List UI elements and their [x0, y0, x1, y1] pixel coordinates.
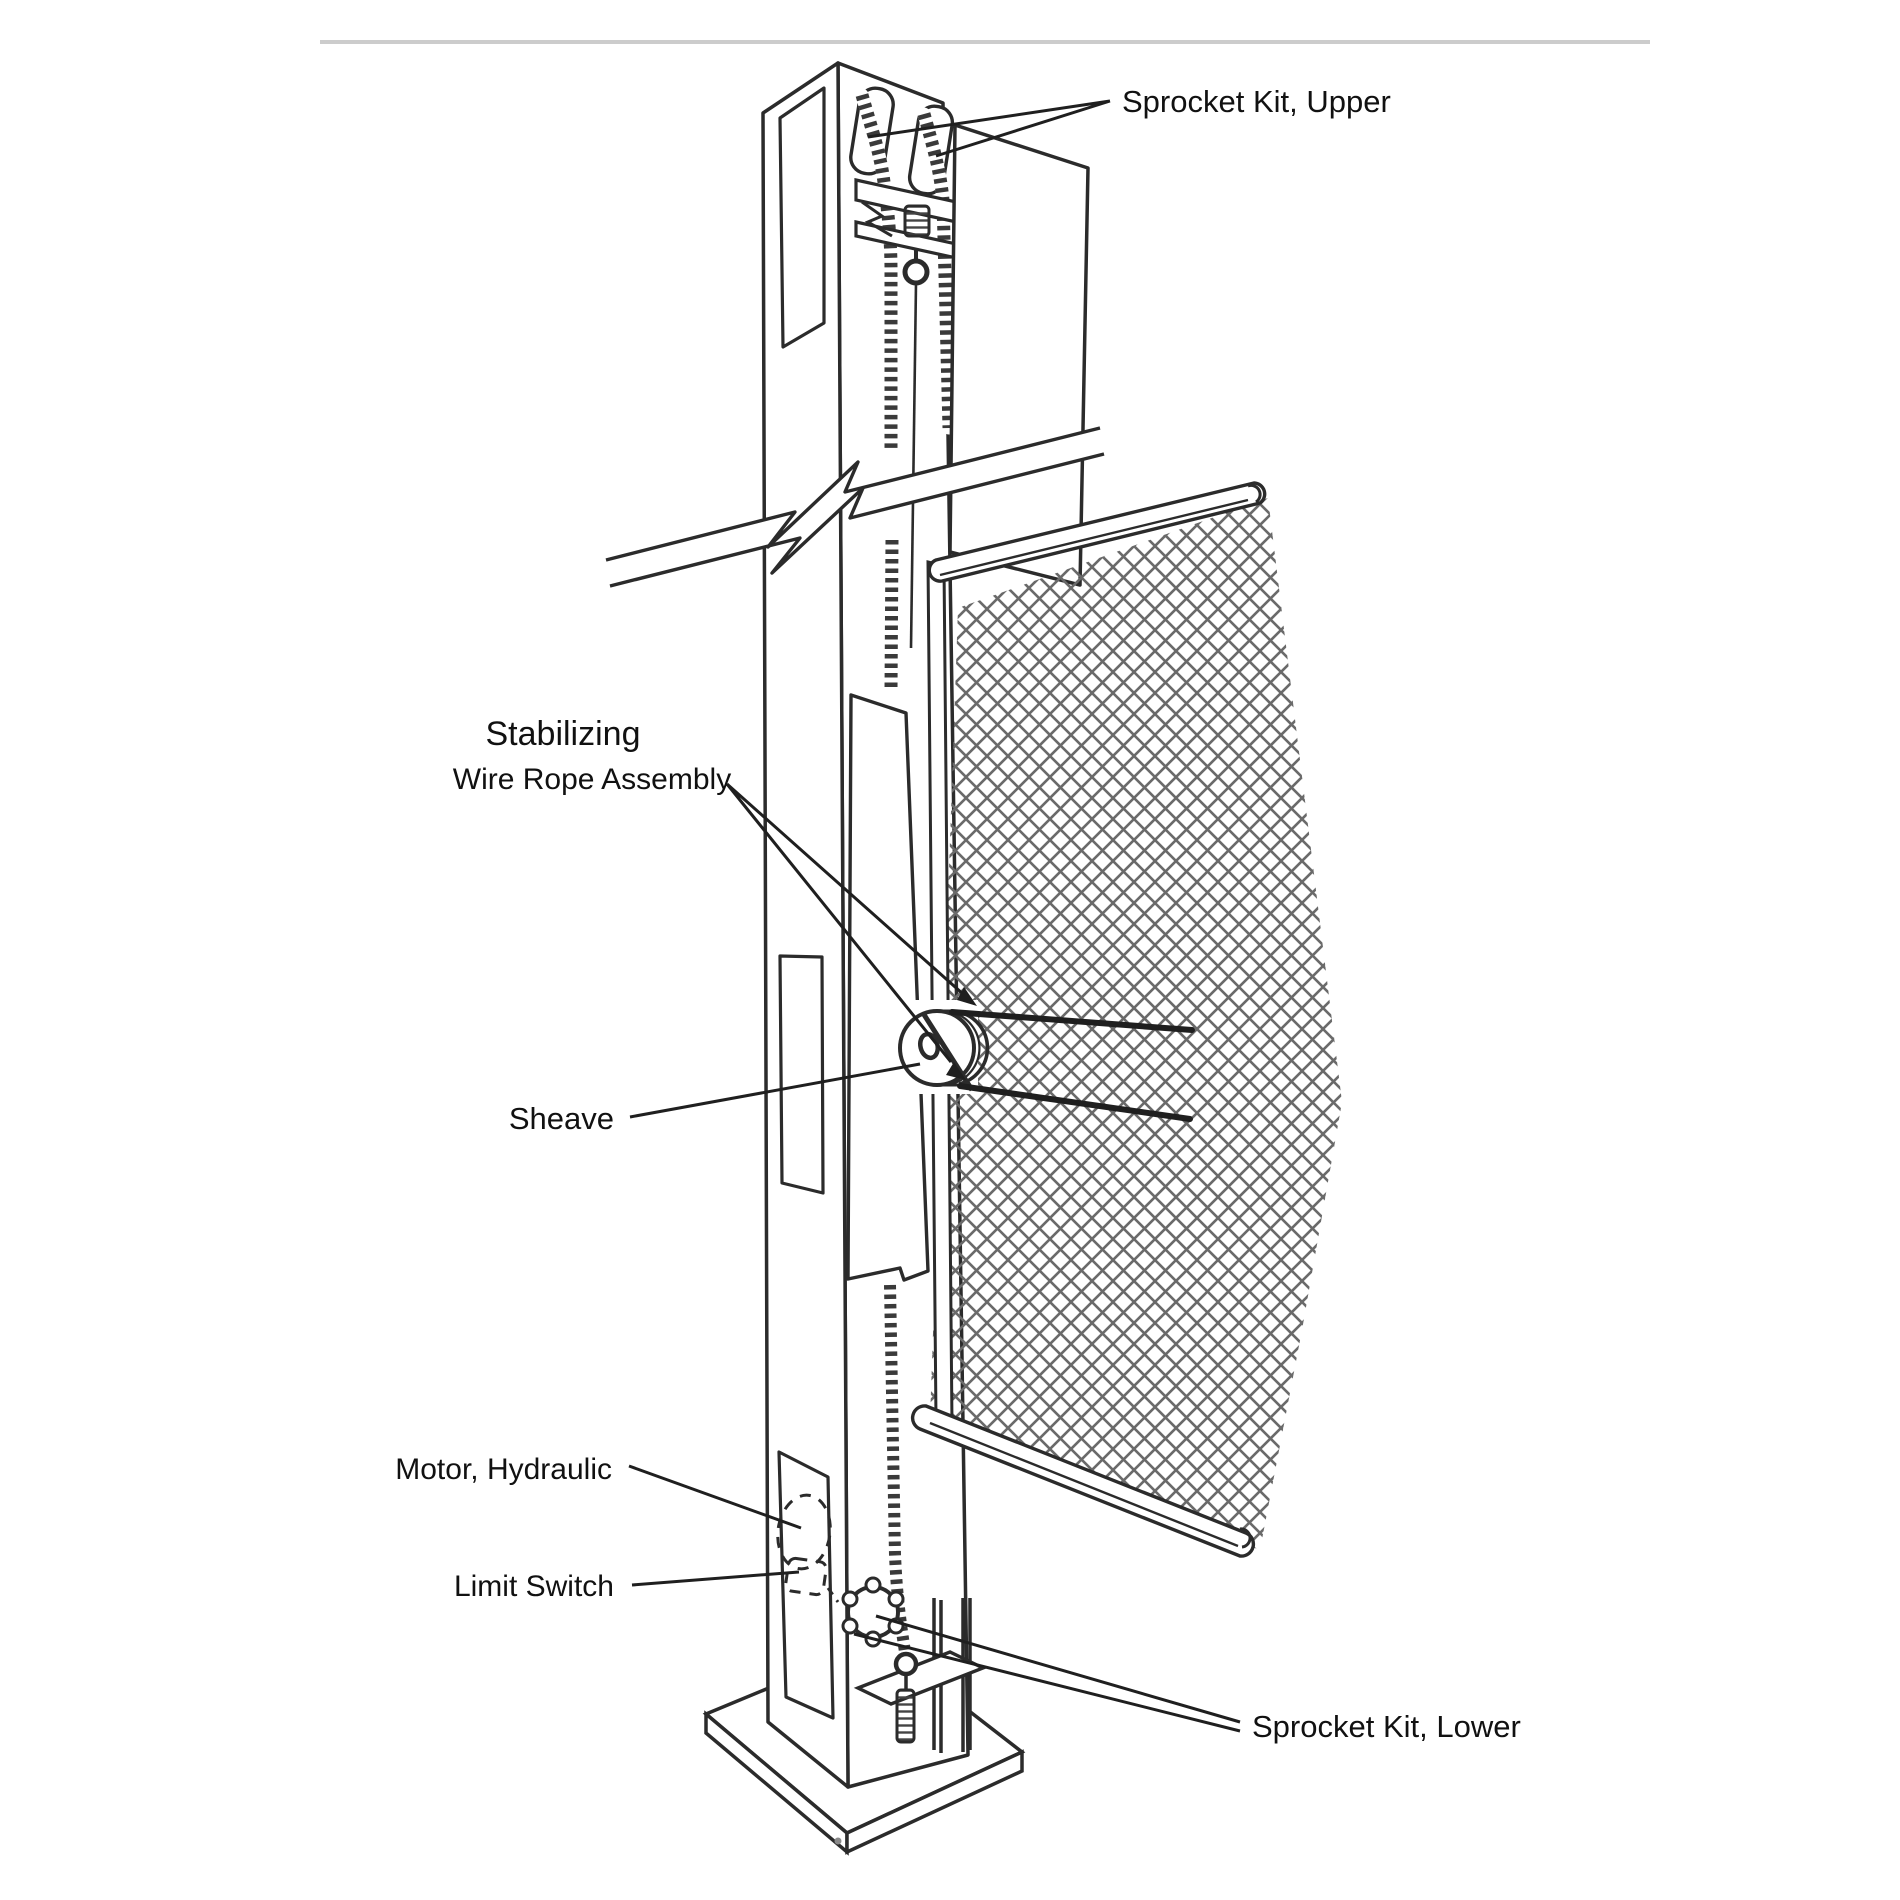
lower-shelf	[853, 1650, 988, 1706]
leader-sprocket-lower	[853, 1614, 1241, 1733]
labels: Sprocket Kit, Upper Stabilizing Wire Rop…	[395, 84, 1521, 1744]
label-stabilizing-line2: Wire Rope Assembly	[453, 763, 731, 796]
motor-outline	[776, 1493, 832, 1571]
break-band	[605, 426, 1105, 588]
label-sprocket-lower: Sprocket Kit, Lower	[1252, 1709, 1521, 1744]
leader-limit-switch	[631, 1570, 800, 1587]
chain-left	[855, 88, 899, 691]
upper-eye-bolt	[902, 248, 930, 649]
column-window-top	[778, 86, 826, 349]
arrowhead-rope-bottom	[946, 1062, 966, 1080]
column-window-middle	[778, 954, 825, 1195]
label-sheave: Sheave	[509, 1101, 614, 1136]
column-window-bottom	[777, 1450, 835, 1720]
leader-lines	[628, 99, 1241, 1733]
leader-stabilizing	[725, 782, 964, 1063]
arrowhead-rope-top	[957, 987, 977, 1006]
leader-sheave	[629, 1062, 921, 1119]
leader-sprocket-upper	[867, 99, 1111, 158]
bottom-rail	[910, 1404, 1256, 1558]
carriage-upper-plate	[948, 123, 1090, 587]
label-limit-switch: Limit Switch	[454, 1570, 614, 1603]
carriage-plate	[846, 693, 930, 1282]
leader-motor	[628, 1464, 802, 1530]
lower-eye-bolt	[893, 1651, 919, 1744]
label-sprocket-upper: Sprocket Kit, Upper	[1122, 84, 1391, 119]
label-motor: Motor, Hydraulic	[395, 1453, 612, 1486]
wire-ropes	[949, 1009, 1195, 1122]
label-stabilizing-line1: Stabilizing	[486, 715, 641, 753]
stabilizing-rope-internal	[909, 282, 918, 649]
top-rail	[927, 481, 1267, 583]
